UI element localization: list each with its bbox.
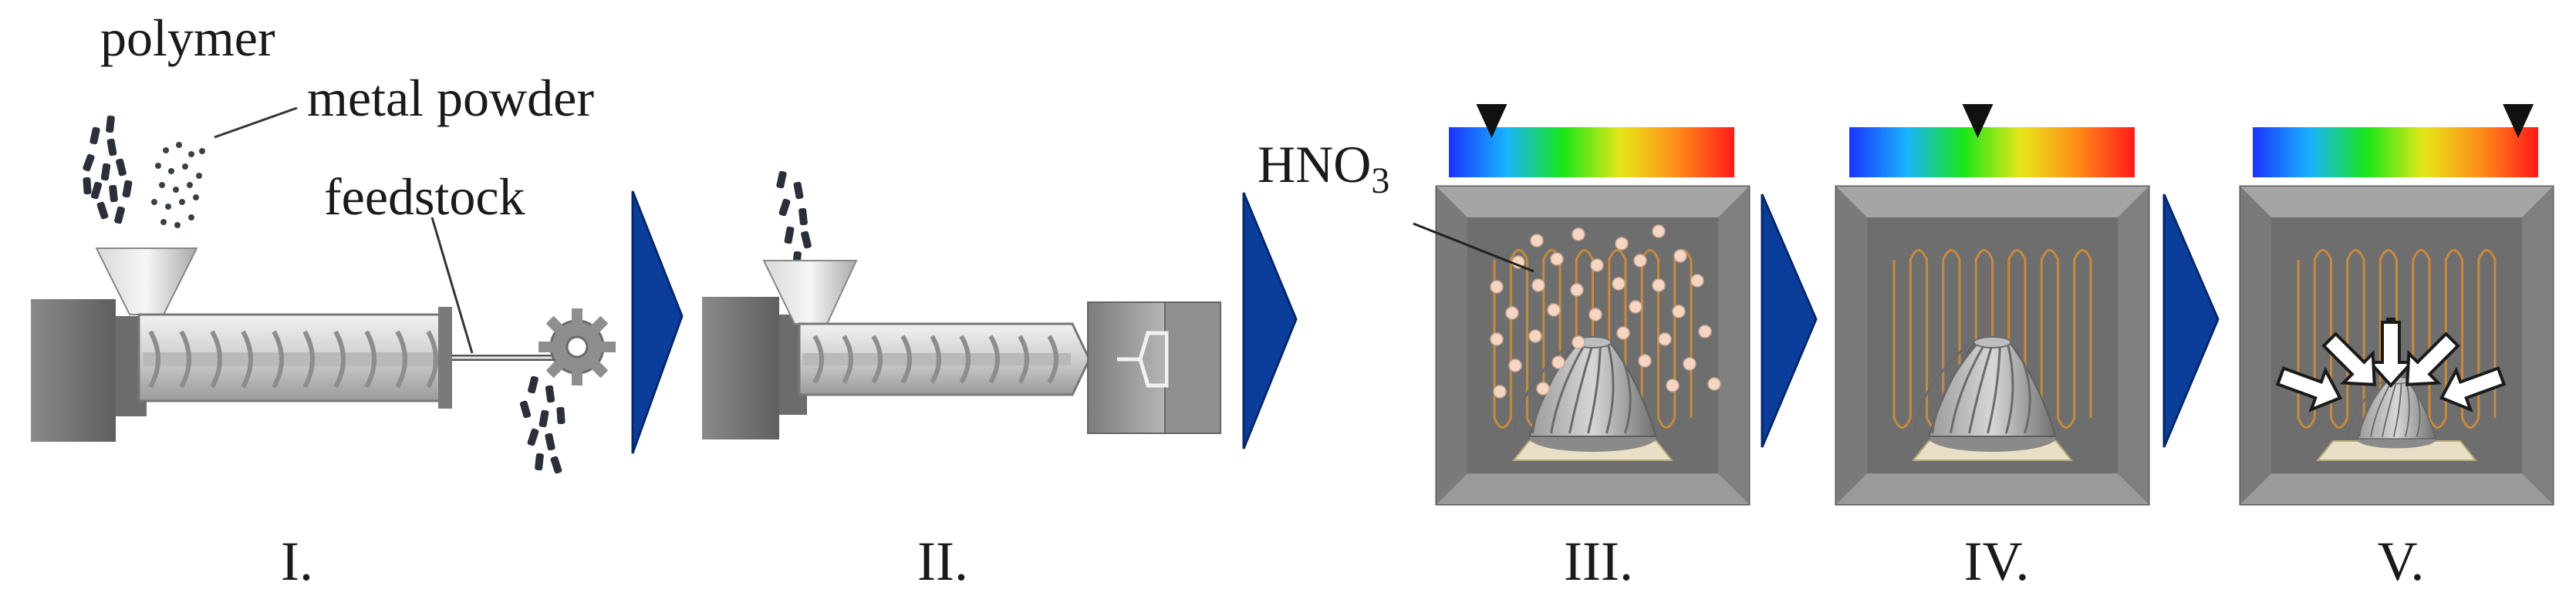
- stage-numeral-5: V.: [2378, 530, 2425, 592]
- stage-2-injection-molding: [702, 170, 1221, 439]
- feed-granules: [776, 170, 812, 269]
- furnace-2: [1835, 185, 2150, 506]
- flow-arrow-2: [1242, 192, 1298, 449]
- temperature-indicator-1: [1476, 104, 1507, 138]
- flow-arrow-1: [631, 190, 684, 454]
- stage-numeral-2: II.: [917, 530, 968, 592]
- mold-tool: [1087, 301, 1221, 434]
- temperature-scale-3: [2253, 104, 2538, 177]
- stage-numerals: I. II. III. IV. V.: [281, 530, 2424, 592]
- temperature-indicator-2: [1962, 104, 1994, 138]
- stage-numeral-1: I.: [281, 530, 313, 592]
- stage-1-compounding: polymer metal powder feedstock: [31, 8, 616, 474]
- hno3-label: HNO3: [1258, 135, 1389, 201]
- hno3-leader: [1413, 222, 1534, 273]
- feedstock-leader: [430, 217, 474, 354]
- furnace-1: [1435, 185, 1751, 506]
- stage-5-sintering: [2239, 104, 2554, 506]
- feedstock-label: feedstock: [324, 167, 525, 226]
- temperature-scale-2: [1849, 104, 2135, 177]
- metal-powder-particles: [151, 142, 205, 228]
- molding-screw: [802, 335, 1071, 384]
- flow-arrow-3: [1761, 194, 1818, 448]
- feedstock-pellets: [519, 375, 566, 474]
- shrinkage-arrows: [2275, 318, 2507, 412]
- temperature-scale-1: [1449, 104, 1734, 177]
- temperature-indicator-3: [2503, 104, 2534, 138]
- extruder-drive-block: [31, 299, 116, 442]
- stage-3-debinding: HNO3: [1258, 104, 1751, 506]
- extruder-screw: [143, 330, 444, 389]
- metal-powder-label: metal powder: [307, 69, 594, 127]
- stage-numeral-4: IV.: [1964, 530, 2030, 592]
- polymer-label: polymer: [100, 8, 275, 67]
- metal-powder-leader: [214, 106, 298, 139]
- flow-arrow-4: [2162, 194, 2220, 448]
- molding-drive-block: [702, 297, 779, 439]
- polymer-granules: [83, 115, 133, 224]
- stage-4-thermal-debinding: [1835, 104, 2150, 506]
- acid-vapour-dots: [1490, 224, 1721, 399]
- pelletizer-cutter-icon: [538, 308, 616, 385]
- stage-numeral-3: III.: [1564, 530, 1633, 592]
